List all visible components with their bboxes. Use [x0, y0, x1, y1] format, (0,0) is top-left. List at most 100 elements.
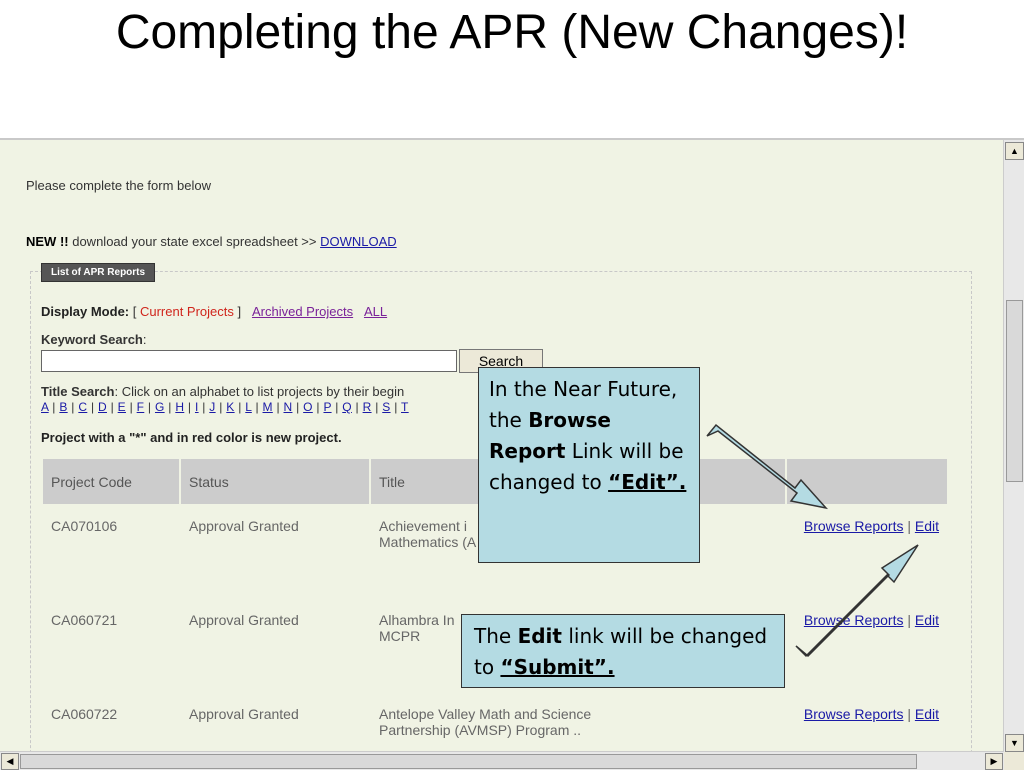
project-status: Approval Granted	[189, 612, 299, 628]
alphabet-link-k[interactable]: K	[226, 400, 235, 414]
download-link[interactable]: DOWNLOAD	[320, 234, 397, 249]
callout2-underlined: “Submit”.	[500, 655, 615, 679]
browse-report-callout: In the Near Future, the Browse Report Li…	[478, 367, 700, 563]
title-search-text: : Click on an alphabet to list projects …	[114, 384, 405, 399]
action-separator: |	[903, 518, 915, 534]
vertical-scrollbar[interactable]: ▲ ▼	[1003, 140, 1024, 752]
row-actions: Browse Reports | Edit	[787, 598, 947, 692]
new-text: download your state excel spreadsheet >>	[68, 234, 321, 249]
display-mode-label: Display Mode:	[41, 304, 130, 319]
keyword-search-input[interactable]	[41, 350, 457, 372]
alphabet-separator: |	[106, 400, 118, 414]
alphabet-link-a[interactable]: A	[41, 400, 49, 414]
callout2-text1: The	[474, 624, 518, 648]
project-status: Approval Granted	[189, 518, 299, 534]
alphabet-link-t[interactable]: T	[401, 400, 409, 414]
alphabet-separator: |	[198, 400, 210, 414]
alphabet-separator: |	[164, 400, 176, 414]
alphabet-separator: |	[125, 400, 137, 414]
alphabet-links: A | B | C | D | E | F | G | H | I | J | …	[41, 400, 409, 414]
display-mode: Display Mode: [ Current Projects ] Archi…	[41, 304, 387, 319]
alphabet-separator: |	[390, 400, 402, 414]
alphabet-separator: |	[48, 400, 60, 414]
callout1-text1: In the Near Future, the	[489, 377, 678, 432]
alphabet-link-b[interactable]: B	[59, 400, 68, 414]
project-status: Approval Granted	[189, 706, 299, 722]
alphabet-separator: |	[272, 400, 284, 414]
horizontal-scrollbar[interactable]: ◀ ▶	[0, 751, 1004, 770]
browser-window: Please complete the form below NEW !! do…	[0, 138, 1024, 770]
project-title: Alhambra In MCPR	[379, 612, 455, 644]
alphabet-separator: |	[87, 400, 98, 414]
scroll-corner	[1004, 752, 1024, 770]
alphabet-link-o[interactable]: O	[303, 400, 313, 414]
row-actions: Browse Reports | Edit	[787, 692, 947, 752]
edit-link[interactable]: Edit	[914, 706, 939, 722]
header-actions	[787, 459, 947, 504]
edit-callout: The Edit link will be changed to “Submit…	[461, 614, 785, 688]
alphabet-separator: |	[351, 400, 363, 414]
alphabet-separator: |	[234, 400, 246, 414]
alphabet-link-l[interactable]: L	[245, 400, 252, 414]
current-projects-link[interactable]: Current Projects	[139, 304, 234, 319]
table-row: CA060722 Approval Granted Antelope Valley …	[43, 692, 947, 752]
alphabet-link-i[interactable]: I	[194, 400, 199, 414]
new-label: NEW !!	[26, 234, 69, 249]
project-code: CA070106	[51, 518, 118, 534]
scroll-up-icon[interactable]: ▲	[1005, 142, 1024, 160]
alphabet-separator: |	[184, 400, 195, 414]
alphabet-link-m[interactable]: M	[262, 400, 273, 414]
alphabet-link-c[interactable]: C	[78, 400, 88, 414]
browse-reports-link[interactable]: Browse Reports	[803, 706, 904, 722]
browse-reports-link[interactable]: Browse Reports	[803, 612, 904, 628]
alphabet-link-s[interactable]: S	[382, 400, 391, 414]
horizontal-scroll-thumb[interactable]	[20, 754, 917, 769]
alphabet-link-h[interactable]: H	[175, 400, 185, 414]
bracket-close: ]	[233, 304, 245, 319]
callout1-underlined: “Edit”.	[608, 470, 687, 494]
edit-link[interactable]: Edit	[914, 612, 939, 628]
callout2-bold: Edit	[517, 624, 562, 648]
scroll-right-icon[interactable]: ▶	[985, 753, 1003, 770]
scroll-down-icon[interactable]: ▼	[1005, 734, 1024, 752]
alphabet-separator: |	[67, 400, 79, 414]
alphabet-separator: |	[312, 400, 324, 414]
action-separator: |	[903, 612, 915, 628]
page-content: Please complete the form below NEW !! do…	[0, 140, 1004, 752]
header-status: Status	[181, 459, 369, 504]
list-apr-reports-button[interactable]: List of APR Reports	[41, 263, 156, 282]
alphabet-link-p[interactable]: P	[323, 400, 332, 414]
keyword-label-text: Keyword Search	[41, 332, 143, 347]
table-row: CA070106 Approval Granted Achievement i Ma…	[43, 504, 947, 598]
alphabet-separator: |	[215, 400, 227, 414]
alphabet-link-j[interactable]: J	[209, 400, 216, 414]
action-separator: |	[903, 706, 915, 722]
header-project-code: Project Code	[43, 459, 179, 504]
slide-title: Completing the APR (New Changes)!	[115, 6, 909, 59]
callout2-text2: link will be changed to	[474, 624, 768, 679]
project-title: Achievement i Mathematics (A	[379, 518, 477, 550]
alphabet-separator: |	[371, 400, 383, 414]
project-title: Antelope Valley Math and Science Partner…	[379, 706, 592, 738]
alphabet-link-n[interactable]: N	[283, 400, 293, 414]
browse-reports-link[interactable]: Browse Reports	[803, 518, 904, 534]
scroll-left-icon[interactable]: ◀	[1, 753, 19, 770]
intro-text: Please complete the form below	[26, 178, 211, 193]
alphabet-link-q[interactable]: Q	[342, 400, 352, 414]
alphabet-separator: |	[331, 400, 343, 414]
edit-link[interactable]: Edit	[914, 518, 939, 534]
all-projects-link[interactable]: ALL	[363, 304, 388, 319]
alphabet-separator: |	[251, 400, 263, 414]
keyword-search-label: Keyword Search:	[41, 332, 147, 347]
new-project-notice: Project with a "*" and in red color is n…	[41, 430, 342, 445]
alphabet-link-d[interactable]: D	[98, 400, 107, 414]
callout1-text2: Link will be changed to	[489, 439, 684, 494]
alphabet-link-e[interactable]: E	[117, 400, 126, 414]
alphabet-link-f[interactable]: F	[136, 400, 145, 414]
vertical-scroll-thumb[interactable]	[1006, 300, 1023, 482]
archived-projects-link[interactable]: Archived Projects	[251, 304, 354, 319]
project-code: CA060722	[51, 706, 118, 722]
alphabet-separator: |	[144, 400, 155, 414]
alphabet-link-g[interactable]: G	[154, 400, 165, 414]
alphabet-link-r[interactable]: R	[362, 400, 372, 414]
